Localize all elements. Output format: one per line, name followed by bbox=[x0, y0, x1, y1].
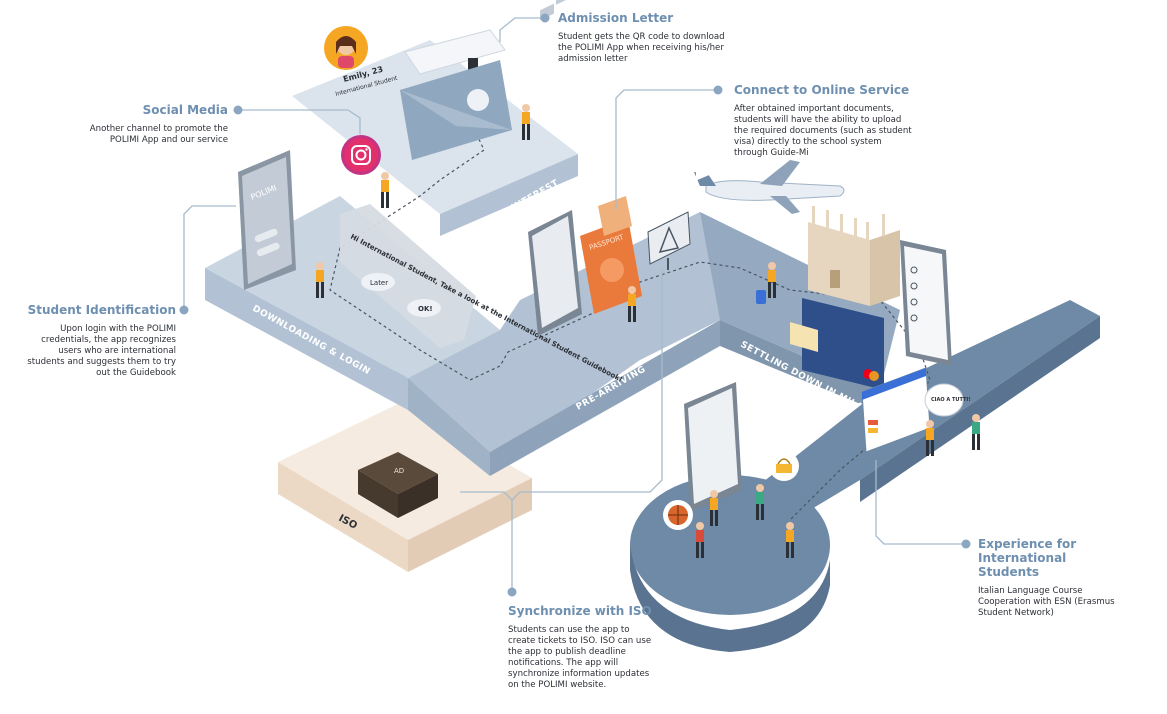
connector-dot bbox=[961, 539, 971, 549]
checklist-phone bbox=[900, 240, 952, 366]
popup-later-button: Later bbox=[370, 279, 388, 287]
iso-box-label: AD bbox=[394, 467, 404, 475]
basketball-icon bbox=[663, 500, 693, 530]
iso-platform: AD ISO bbox=[278, 367, 532, 572]
connector-dot bbox=[713, 85, 723, 95]
polimi-phone: POLIMI bbox=[238, 150, 296, 290]
callout-admission-letter: Admission Letter Student gets the QR cod… bbox=[558, 11, 728, 65]
warning-sign-icon bbox=[647, 211, 691, 270]
callout-connect-title: Connect to Online Service bbox=[734, 83, 910, 97]
ciao-speech-bubble: CIAO A TUTTI! bbox=[924, 383, 971, 417]
callout-iso-title: Synchronize with ISO bbox=[508, 604, 652, 618]
school-website-window bbox=[861, 367, 931, 453]
luggage-icon bbox=[756, 290, 766, 304]
callout-experience: Experience for International Students It… bbox=[978, 537, 1118, 619]
credit-card-icon bbox=[790, 298, 884, 390]
document-phone bbox=[528, 0, 582, 336]
callout-social-text: Another channel to promote the POLIMI Ap… bbox=[89, 124, 228, 145]
callout-admission-text: Student gets the QR code to download the… bbox=[558, 32, 725, 64]
callout-connectors bbox=[183, 17, 966, 588]
callout-admission-title: Admission Letter bbox=[558, 11, 674, 25]
callout-identification-text: Upon login with the POLIMI credentials, … bbox=[27, 324, 176, 378]
callout-synchronize-iso: Synchronize with ISO Students can use th… bbox=[508, 604, 658, 691]
avatar bbox=[324, 26, 368, 70]
connector-dot bbox=[540, 13, 550, 23]
callout-social-media: Social Media Another channel to promote … bbox=[60, 103, 228, 146]
duomo-building-icon bbox=[808, 206, 900, 306]
study-phone bbox=[684, 114, 742, 512]
passport: PASSPORT bbox=[580, 196, 642, 314]
instagram-icon bbox=[341, 135, 381, 175]
callout-identification-title: Student Identification bbox=[27, 303, 176, 317]
speech-ciao: CIAO A TUTTI! bbox=[931, 397, 971, 403]
connector-dot bbox=[507, 587, 517, 597]
callout-social-title: Social Media bbox=[142, 103, 228, 117]
popup-ok-button: OK! bbox=[418, 305, 433, 313]
callout-connect-online: Connect to Online Service After obtained… bbox=[734, 83, 918, 159]
connector-dot bbox=[179, 305, 189, 315]
callout-experience-title: Experience for International Students bbox=[978, 537, 1077, 579]
callout-student-identification: Student Identification Upon login with t… bbox=[22, 303, 176, 379]
stage-label-study: STUDY AND LIFE IN MILAN bbox=[909, 450, 1039, 531]
callout-experience-text: Italian Language Course Cooperation with… bbox=[978, 586, 1115, 618]
shopping-basket-icon bbox=[769, 451, 799, 481]
student-figures bbox=[316, 104, 980, 558]
callout-iso-text: Students can use the app to create ticke… bbox=[508, 625, 652, 690]
envelope-icon bbox=[400, 29, 512, 160]
connector-dot bbox=[233, 105, 243, 115]
callout-connect-text: After obtained important documents, stud… bbox=[734, 104, 912, 158]
airplane-icon bbox=[694, 160, 845, 214]
qr-code-icon bbox=[468, 58, 478, 70]
journey-path bbox=[329, 89, 931, 521]
